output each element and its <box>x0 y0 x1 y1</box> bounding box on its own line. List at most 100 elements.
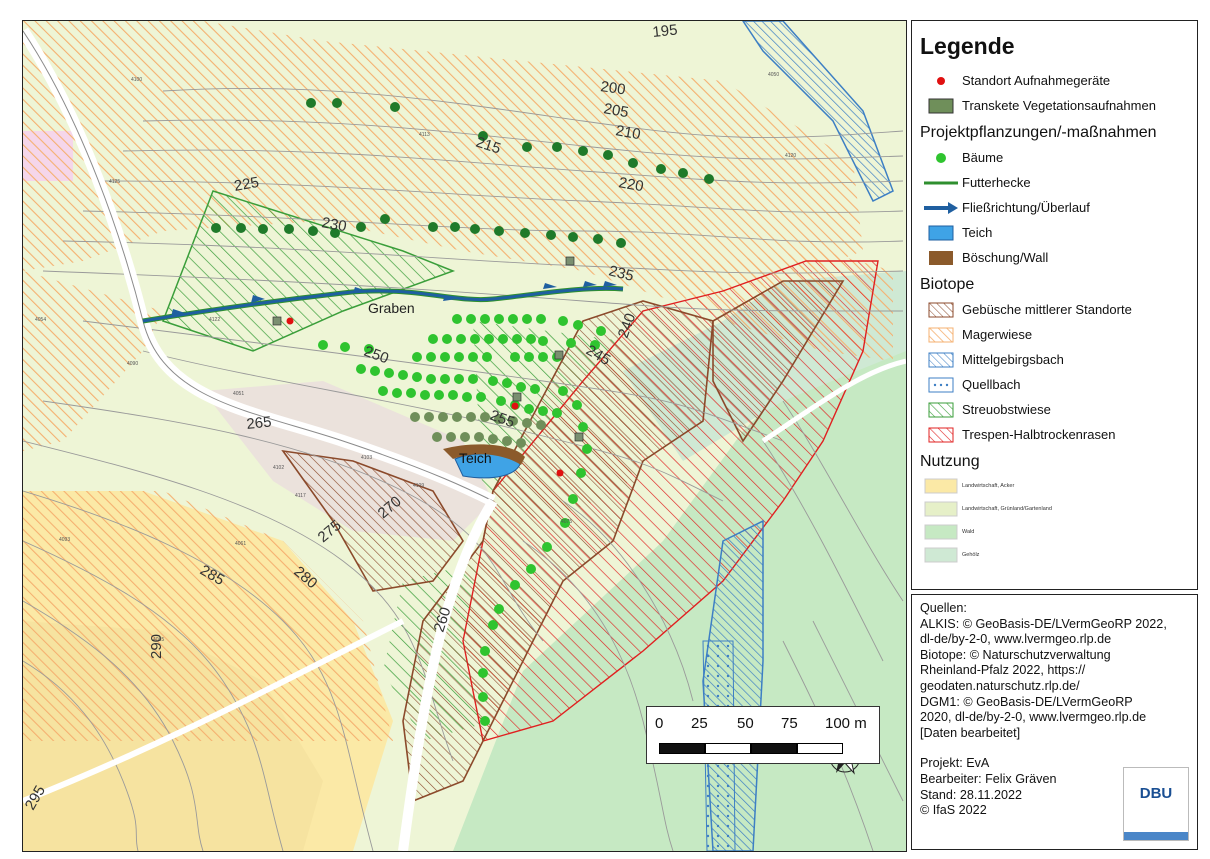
hatch-green-icon <box>920 402 962 418</box>
copyright-line: © IfaS 2022 <box>920 803 987 818</box>
legend-label: Transkete Vegetationsaufnahmen <box>962 98 1156 113</box>
legend-section-nutzung: Nutzung <box>920 453 980 470</box>
legend-label: Fließrichtung/Überlauf <box>962 200 1090 215</box>
contour-label: 265 <box>246 413 273 433</box>
contour-label: 195 <box>652 21 679 41</box>
contour-label: 260 <box>431 605 455 634</box>
legend-label: Magerwiese <box>962 327 1033 342</box>
fliessrichtung-line <box>142 286 624 323</box>
parcel-number: 4093 <box>59 537 70 543</box>
legend-label: Teich <box>962 225 993 240</box>
biotop-magerwiese-north <box>23 21 863 301</box>
parcel-number: 4102 <box>273 465 284 471</box>
legend-label: Landwirtschaft, Grünland/Gartenland <box>962 505 1052 512</box>
blue-arrow-icon <box>920 201 962 215</box>
parcel-number: 4061 <box>235 541 246 547</box>
parcel-number: 4100 <box>131 77 142 83</box>
hatch-red-icon <box>920 427 962 443</box>
legend-item-fliessrichtung: Fließrichtung/Überlauf <box>920 195 1189 220</box>
scale-label-25: 25 <box>691 715 708 732</box>
source-line: DGM1: © GeoBasis-DE/LVermGeoRP <box>920 694 1133 709</box>
legend-label: Standort Aufnahmegeräte <box>962 73 1111 88</box>
legend-section-biotope: Biotope <box>920 276 975 293</box>
legend-item-trespen: Trespen-Halbtrockenrasen <box>920 422 1189 447</box>
scale-segment <box>705 743 751 754</box>
boeschung-wall <box>443 444 525 465</box>
legend-label: Böschung/Wall <box>962 250 1049 265</box>
vegetation-transects <box>272 256 584 442</box>
legend-label: Trespen-Halbtrockenrasen <box>962 427 1116 442</box>
legend-label: Mittelgebirgsbach <box>962 352 1064 367</box>
scale-label-100: 100 m <box>825 715 867 732</box>
parcel-number: 4054 <box>35 317 46 323</box>
scale-bar: 0 25 50 75 100 m <box>646 706 880 764</box>
roads <box>23 27 906 851</box>
source-line: ALKIS: © GeoBasis-DE/LVermGeoRP 2022, <box>920 616 1167 631</box>
contour-label: 210 <box>614 122 642 143</box>
logo-name: DBU <box>1139 785 1173 802</box>
fliessrichtung-arrows <box>171 281 617 317</box>
scale-label-0: 0 <box>655 715 664 732</box>
swatch-gruenland-icon <box>920 501 962 517</box>
contour-label: 235 <box>607 262 635 285</box>
label-teich: Teich <box>459 450 492 466</box>
contour-label: 215 <box>474 134 503 158</box>
brown-rect-icon <box>920 250 962 266</box>
dots-blue-icon <box>920 377 962 393</box>
source-line: dl-de/by-2-0, www.lvermgeo.rlp.de <box>920 632 1112 647</box>
legend-item-wald: Wald <box>920 520 1189 543</box>
red-dot-icon <box>920 74 962 88</box>
biotop-magerwiese-west <box>23 271 163 451</box>
swatch-acker-icon <box>920 478 962 494</box>
parcel-number: 4103 <box>361 455 372 461</box>
parcel-number: 4120 <box>785 153 796 159</box>
source-line: 2020, dl-de/by-2-0, www.lvermgeo.rlp.de <box>920 710 1147 725</box>
trees-dark <box>211 98 714 248</box>
legend-item-futterhecke: Futterhecke <box>920 170 1189 195</box>
logo-top <box>1124 768 1188 782</box>
legend-panel: Legende Standort Aufnahmegeräte Transket… <box>911 20 1198 590</box>
sources-panel: Quellen: ALKIS: © GeoBasis-DE/LVermGeoRP… <box>911 594 1198 850</box>
parcel-number: 4113 <box>419 132 430 138</box>
legend-item-mittelgebirgsbach: Mittelgebirgsbach <box>920 347 1189 372</box>
blue-rect-icon <box>920 225 962 241</box>
source-line: Rheinland-Pfalz 2022, https:// <box>920 663 1086 678</box>
contour-label: 290 <box>148 634 165 659</box>
contour-label: 200 <box>599 78 626 98</box>
parcel-number: 4075 <box>561 519 572 525</box>
green-line-icon <box>920 179 962 187</box>
scale-label-50: 50 <box>737 715 754 732</box>
legend-label: Streuobstwiese <box>962 402 1051 417</box>
source-line: Biotope: © Naturschutzverwaltung <box>920 647 1111 662</box>
trees-grey <box>410 412 546 448</box>
legend-section-projekt: Projektpflanzungen/-maßnahmen <box>920 124 1157 141</box>
scale-label-75: 75 <box>781 715 798 732</box>
parcel-number: 4122 <box>209 317 220 323</box>
legend-label: Wald <box>962 528 975 535</box>
legend-item-standort: Standort Aufnahmegeräte <box>920 68 1189 93</box>
parcel-number: 4050 <box>768 72 779 78</box>
swatch-wald-icon <box>920 524 962 540</box>
legend-item-boeschung: Böschung/Wall <box>920 245 1189 270</box>
legend-item-teich: Teich <box>920 220 1189 245</box>
legend-item-transekte: Transkete Vegetationsaufnahmen <box>920 93 1189 118</box>
trees-light <box>318 314 606 726</box>
source-line: geodaten.naturschutz.rlp.de/ <box>920 678 1080 693</box>
scale-segment <box>659 743 705 754</box>
label-graben: Graben <box>368 300 415 316</box>
contour-label: 205 <box>602 100 630 121</box>
biotop-gebuesche-east <box>712 280 845 443</box>
standort-aufnahmegeraete <box>286 317 564 477</box>
grey-square-icon <box>920 98 962 114</box>
legend-label: Bäume <box>962 150 1004 165</box>
hatch-blue-icon <box>920 352 962 368</box>
scale-segment <box>751 743 797 754</box>
biotop-magerwiese-south <box>23 491 393 741</box>
map-svg[interactable]: 1952002052102152202252302352402452502552… <box>23 21 906 851</box>
legend-item-acker: Landwirtschaft, Acker <box>920 474 1189 497</box>
legend-label: Quellbach <box>962 377 1021 392</box>
legend-item-streuobstwiese: Streuobstwiese <box>920 397 1189 422</box>
parcel-number: 4085 <box>153 637 164 643</box>
sources-heading: Quellen: <box>920 601 967 615</box>
